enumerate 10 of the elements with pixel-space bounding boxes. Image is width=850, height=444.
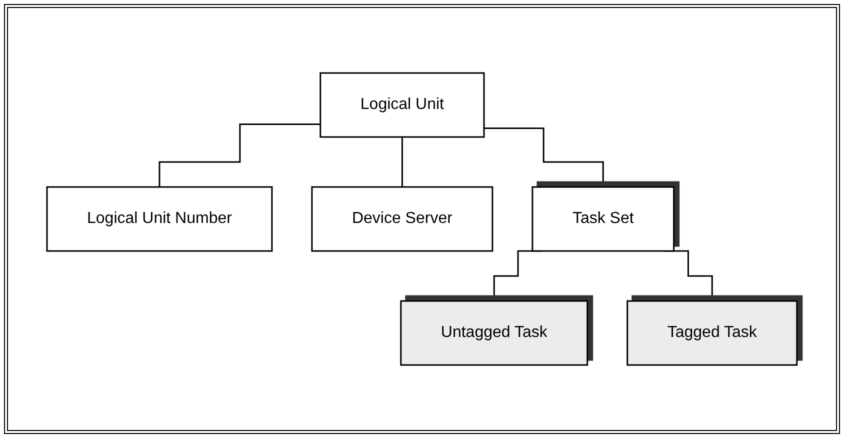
node-box (626, 300, 798, 366)
diagram-frame: Logical Unit Logical Unit Number Device Server Task Set Untagged Task Tagged Task (4, 4, 840, 434)
node-box (311, 186, 494, 252)
node-box (400, 300, 588, 366)
connector (158, 123, 320, 188)
node-box (532, 186, 675, 252)
node-box (320, 72, 485, 138)
connector (402, 136, 403, 188)
node-box (46, 186, 273, 252)
connector (484, 127, 604, 188)
